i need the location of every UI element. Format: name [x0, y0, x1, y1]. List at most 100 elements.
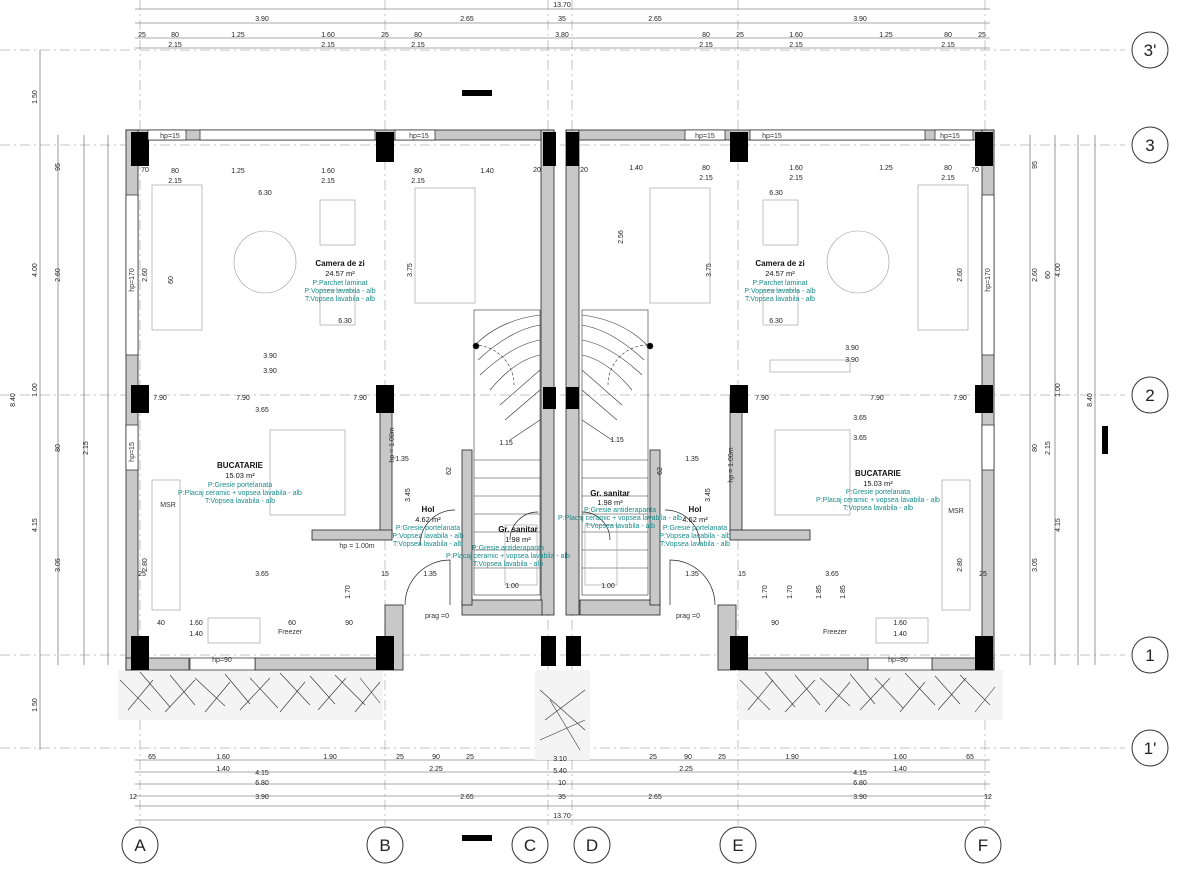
- dim-text: 4.15: [1055, 518, 1062, 532]
- room-finish: P:Parchet laminat: [752, 280, 807, 287]
- grid-row-label: 3: [1145, 136, 1154, 155]
- room-finish: P:Gresie antiderapanta: [584, 507, 656, 514]
- dim-text: 2.15: [168, 42, 182, 49]
- dim-text: 1.60: [789, 32, 803, 39]
- dim-text: 3.65: [255, 407, 269, 414]
- dim-text: 2.15: [168, 178, 182, 185]
- dim-text: 1.40: [629, 165, 643, 172]
- dim-text: 3.05: [1032, 558, 1039, 572]
- dim-text: 1.35: [685, 571, 699, 578]
- room-kitchen-left: BUCATARIE 15.03 m² P:Gresie portelanata …: [178, 461, 302, 505]
- top-dimensions: 13.70 3.90 2.65 35 2.65 3.90 25 80 1.25 …: [138, 2, 986, 49]
- room-name: Camera de zi: [315, 259, 364, 268]
- room-finish: P:Vopsea lavabila - alb: [744, 288, 815, 295]
- dim-text: 2.15: [941, 42, 955, 49]
- dim-text: 1.15: [610, 437, 624, 444]
- dim-text: 3.90: [853, 16, 867, 23]
- dim-text: 2.15: [411, 178, 425, 185]
- bottom-dimensions: 65 1.60 1.90 25 90 25 3.10 25 90 25 1.90…: [129, 754, 992, 820]
- dim-text: 25: [718, 754, 726, 761]
- dim-text: 6.80: [255, 780, 269, 787]
- room-name: Hol: [422, 505, 435, 514]
- room-finish: P:Placaj ceramic + vopsea lavabila - alb: [178, 490, 302, 497]
- msr-label: MSR: [948, 508, 964, 515]
- threshold-label: prag =0: [676, 613, 700, 620]
- dim-text: 90: [771, 620, 779, 627]
- room-finish: P:Gresie portelanata: [846, 489, 910, 496]
- dim-text: 25: [396, 754, 404, 761]
- dim-text: 4.15: [255, 770, 269, 777]
- room-finish: P:Parchet laminat: [312, 280, 367, 287]
- dim-text: 2.56: [618, 230, 625, 244]
- room-finish: P:Vopsea lavabila - alb: [659, 533, 730, 540]
- dim-text: 80: [414, 32, 422, 39]
- dim-text: 2.60: [142, 268, 149, 282]
- dim-text: 2.80: [957, 558, 964, 572]
- dim-text: 80: [171, 32, 179, 39]
- columns: [131, 90, 1108, 841]
- dim-text: 1.35: [423, 571, 437, 578]
- dim-text: 20: [580, 167, 588, 174]
- room-living-left: Camera de zi 24.57 m² P:Parchet laminat …: [304, 259, 375, 303]
- grid-col-label: A: [134, 836, 146, 855]
- dim-text: 2.15: [321, 178, 335, 185]
- dim-text: 12: [129, 794, 137, 801]
- dim-text: 3.90: [845, 345, 859, 352]
- dim-text: 2.25: [679, 766, 693, 773]
- dim-text: 7.90: [755, 395, 769, 402]
- dim-text: 1.50: [32, 698, 39, 712]
- room-finish: T:Vopsea lavabila - alb: [393, 541, 463, 548]
- room-hall-left: Hol 4.62 m² P:Gresie portelanata P:Vopse…: [392, 505, 463, 548]
- dim-text: 25: [466, 754, 474, 761]
- annotations: hp=15 hp=15 hp=15 hp=15 hp=15 hp=170 hp=…: [129, 133, 992, 664]
- grid-labels: 3' 3 2 1 1' A B C D E F: [134, 41, 1156, 855]
- dim-text: 4.15: [32, 518, 39, 532]
- room-finish: T:Vopsea lavabila - alb: [745, 296, 815, 303]
- dim-text: 3.80: [555, 32, 569, 39]
- dim-text: 2.15: [699, 42, 713, 49]
- dim-total-bottom: 13.70: [553, 813, 571, 820]
- room-area: 15.03 m²: [863, 479, 893, 488]
- dim-text: 2.15: [941, 175, 955, 182]
- dim-text: 2.65: [460, 794, 474, 801]
- dim-text: 62: [446, 467, 453, 475]
- dim-text: 3.90: [853, 794, 867, 801]
- dim-text: 1.70: [762, 585, 769, 599]
- dim-text: 3.65: [853, 415, 867, 422]
- room-living-right: Camera de zi 24.57 m² P:Parchet laminat …: [744, 259, 815, 303]
- dim-text: 62: [657, 467, 664, 475]
- room-area: 4.62 m²: [682, 515, 708, 524]
- room-finish: P:Placaj ceramic + vopsea lavabila - alb: [446, 553, 570, 560]
- dim-text: 7.90: [953, 395, 967, 402]
- dim-text: 1.40: [216, 766, 230, 773]
- freezer-label: Freezer: [278, 629, 303, 636]
- room-finish: T:Vopsea lavabila - alb: [660, 541, 730, 548]
- dim-text: 2.15: [411, 42, 425, 49]
- room-area: 24.57 m²: [765, 269, 795, 278]
- room-name: BUCATARIE: [217, 461, 264, 470]
- dim-text: 3.75: [706, 263, 713, 277]
- room-name: Gr. sanitar: [590, 489, 630, 498]
- room-name: Hol: [689, 505, 702, 514]
- dim-text: 15: [381, 571, 389, 578]
- ground-hatching: [118, 670, 1003, 760]
- room-area: 24.57 m²: [325, 269, 355, 278]
- dim-text: 6.30: [769, 190, 783, 197]
- dim-text: 90: [345, 620, 353, 627]
- room-finish: T:Vopsea lavabila - alb: [585, 523, 655, 530]
- stairs: [472, 309, 654, 596]
- room-finish: P:Gresie portelanata: [663, 525, 727, 532]
- dim-text: 3.90: [263, 368, 277, 375]
- dim-text: 2.15: [83, 441, 90, 455]
- dim-text: 80: [55, 444, 62, 452]
- dim-text: 1.25: [231, 32, 245, 39]
- room-finish: T:Vopsea lavabila - alb: [305, 296, 375, 303]
- grid-col-label: D: [586, 836, 598, 855]
- dim-text: 7.90: [353, 395, 367, 402]
- dim-text: 80: [944, 165, 952, 172]
- dim-text: 1.50: [32, 90, 39, 104]
- room-finish: T:Vopsea lavabila - alb: [205, 498, 275, 505]
- dim-text: 3.10: [553, 756, 567, 763]
- dim-text: 1.15: [499, 440, 513, 447]
